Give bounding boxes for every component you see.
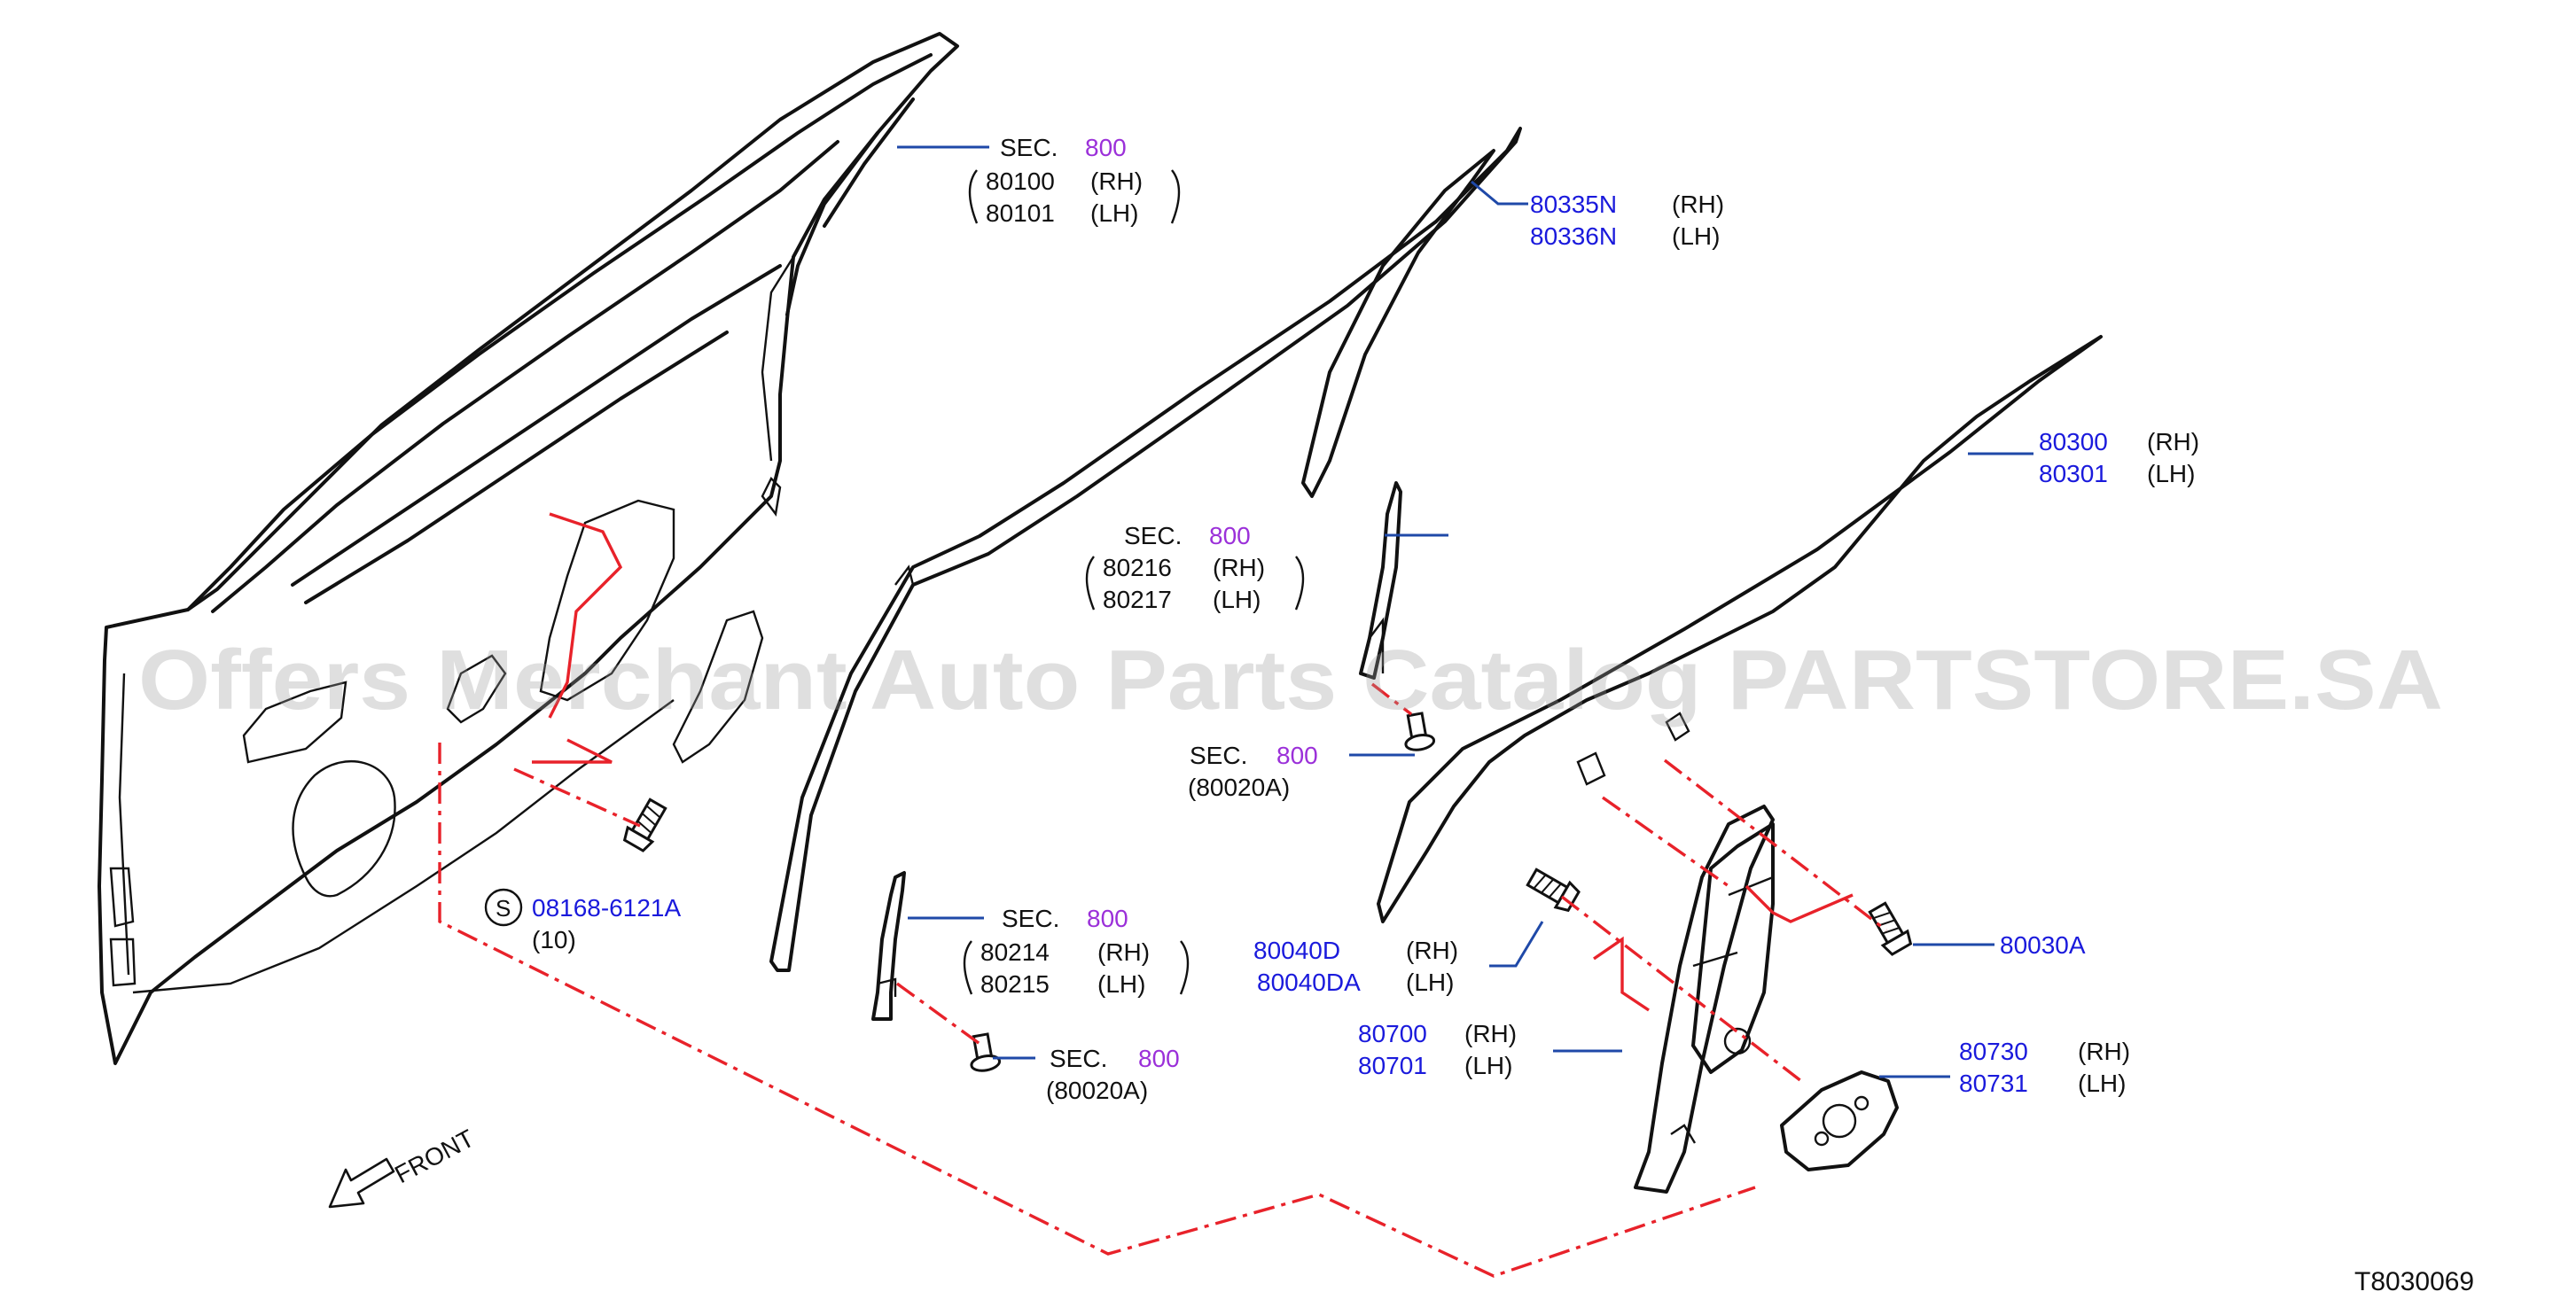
part-number-rh[interactable]: 80300: [2039, 428, 2108, 455]
side-lh: (LH): [1406, 969, 1454, 996]
part-number-rh[interactable]: 80040D: [1253, 937, 1340, 964]
side-rh: (RH): [2078, 1038, 2130, 1065]
leader-lines: [897, 145, 2033, 1078]
sec-number[interactable]: 800: [1138, 1045, 1180, 1072]
part-number-lh[interactable]: 80301: [2039, 460, 2108, 487]
side-lh: (LH): [2147, 460, 2195, 487]
callout-door-frame: SEC. 800 80100 (RH) 80101 (LH): [968, 134, 1181, 227]
rear-channel-drawing: [1359, 481, 1402, 680]
part-number-rh[interactable]: 80216: [1103, 554, 1172, 581]
part-number-lh[interactable]: 80101: [986, 199, 1055, 227]
side-rh: (RH): [1213, 554, 1265, 581]
part-number-rh[interactable]: 80700: [1358, 1020, 1427, 1047]
side-lh: (LH): [1090, 199, 1138, 227]
outer-sash-drawing: [769, 127, 1522, 972]
bracket-right: [1170, 169, 1181, 224]
sec-number[interactable]: 800: [1085, 134, 1127, 161]
side-rh: (RH): [2147, 428, 2199, 455]
standard-symbol: S: [496, 895, 511, 922]
part-number[interactable]: 08168-6121A: [532, 894, 681, 922]
part-number-lh[interactable]: 80215: [980, 970, 1050, 998]
side-rh: (RH): [1090, 167, 1143, 195]
callout-glass: 80300 (RH) 80301 (LH): [2039, 428, 2199, 487]
part-number-rh[interactable]: 80335N: [1530, 191, 1617, 218]
side-rh: (RH): [1464, 1020, 1517, 1047]
side-lh: (LH): [2078, 1070, 2126, 1097]
part-number-lh[interactable]: 80701: [1358, 1052, 1427, 1079]
part-number-lh[interactable]: 80040DA: [1257, 969, 1361, 996]
bracket-left: [1085, 556, 1096, 611]
standard-symbol-circle: [484, 888, 523, 927]
callout-glass-bolt: 80030A: [2000, 931, 2086, 959]
glass-drawing: [1377, 335, 2103, 923]
side-lh: (LH): [1213, 586, 1261, 613]
callout-regulator-bolt: 80040D (RH) 80040DA (LH): [1253, 937, 1458, 996]
part-number-lh[interactable]: 80731: [1959, 1070, 2028, 1097]
front-arrow-icon: [328, 1157, 395, 1209]
door-shell-drawing: [98, 32, 959, 1065]
callout-front-channel: SEC. 800 80214 (RH) 80215 (LH): [963, 905, 1190, 998]
part-code[interactable]: (80020A): [1188, 774, 1290, 801]
callout-rear-bolt: SEC. 800 (80020A): [1188, 742, 1318, 801]
watermark: Offers Merchant Auto Parts Catalog PARTS…: [138, 633, 2443, 728]
bracket-left: [963, 940, 973, 995]
side-lh: (LH): [1672, 222, 1720, 250]
part-number-rh[interactable]: 80214: [980, 938, 1050, 966]
door-bolt-icon: [622, 798, 667, 852]
sec-number[interactable]: 800: [1276, 742, 1318, 769]
front-indicator: FRONT: [328, 1124, 479, 1209]
sec-label: SEC.: [1124, 522, 1182, 549]
callout-motor: 80730 (RH) 80731 (LH): [1959, 1038, 2130, 1097]
assembly-lines: [438, 512, 1888, 1278]
callout-rear-channel: SEC. 800 80216 (RH) 80217 (LH): [1085, 522, 1305, 613]
part-number-lh[interactable]: 80217: [1103, 586, 1172, 613]
side-rh: (RH): [1672, 191, 1724, 218]
part-number-rh[interactable]: 80100: [986, 167, 1055, 195]
front-channel-drawing: [871, 871, 906, 1021]
sec-label: SEC.: [1000, 134, 1058, 161]
motor-drawing: [1780, 1070, 1899, 1171]
diagram-code: T8030069: [2354, 1267, 2474, 1296]
part-number-lh[interactable]: 80336N: [1530, 222, 1617, 250]
callout-front-bolt: SEC. 800 (80020A): [1046, 1045, 1180, 1104]
side-lh: (LH): [1097, 970, 1145, 998]
side-rh: (RH): [1097, 938, 1150, 966]
part-code[interactable]: (80020A): [1046, 1077, 1148, 1104]
sec-label: SEC.: [1190, 742, 1247, 769]
bracket-right: [1179, 940, 1190, 995]
part-number[interactable]: 80030A: [2000, 931, 2086, 959]
callout-door-bolt: S 08168-6121A (10): [484, 888, 681, 953]
glass-bolt-icon: [1868, 901, 1913, 956]
sec-label: SEC.: [1050, 1045, 1107, 1072]
callout-outer-sash: 80335N (RH) 80336N (LH): [1530, 191, 1724, 250]
bracket-right: [1294, 556, 1305, 611]
regulator-bolt-icon: [1526, 868, 1581, 913]
rear-channel-bolt-icon: [1404, 712, 1436, 751]
bolt-icons: [622, 712, 1913, 1072]
part-number-rh[interactable]: 80730: [1959, 1038, 2028, 1065]
sec-number[interactable]: 800: [1209, 522, 1251, 549]
front-channel-bolt-icon: [970, 1032, 1002, 1072]
bracket-left: [968, 169, 979, 224]
front-label: FRONT: [390, 1124, 479, 1189]
sec-label: SEC.: [1002, 905, 1059, 932]
side-lh: (LH): [1464, 1052, 1512, 1079]
regulator-drawing: [1634, 805, 1775, 1194]
sec-number[interactable]: 800: [1087, 905, 1128, 932]
side-rh: (RH): [1406, 937, 1458, 964]
quantity: (10): [532, 926, 576, 953]
callout-regulator: 80700 (RH) 80701 (LH): [1358, 1020, 1517, 1079]
